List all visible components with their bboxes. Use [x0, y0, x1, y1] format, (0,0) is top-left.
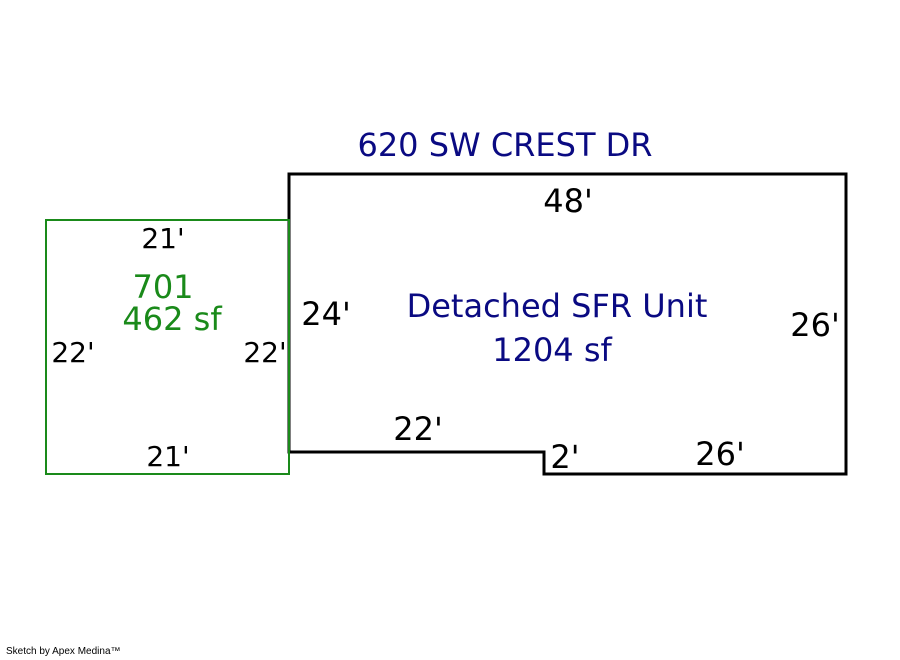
- dim-main-top: 48': [543, 182, 593, 220]
- addition-outline: [45, 219, 290, 475]
- dim-main-bottom-left: 22': [393, 410, 443, 448]
- main-area-size: 1204 sf: [492, 331, 612, 369]
- dim-main-bottom-right: 26': [695, 435, 745, 473]
- main-area-name: Detached SFR Unit: [407, 287, 708, 325]
- dim-main-right: 26': [790, 306, 840, 344]
- dim-main-step: 2': [550, 438, 579, 476]
- addition-area-size: 462 sf: [122, 300, 222, 338]
- dim-addition-top: 21': [141, 222, 184, 255]
- dim-addition-left: 22': [51, 336, 94, 369]
- dim-addition-right: 22': [243, 336, 286, 369]
- address-title: 620 SW CREST DR: [357, 126, 652, 164]
- dim-addition-bottom: 21': [146, 440, 189, 473]
- sketch-credit: Sketch by Apex Medina™: [6, 646, 121, 657]
- dim-main-left: 24': [301, 295, 351, 333]
- addition-code: 701: [132, 268, 193, 306]
